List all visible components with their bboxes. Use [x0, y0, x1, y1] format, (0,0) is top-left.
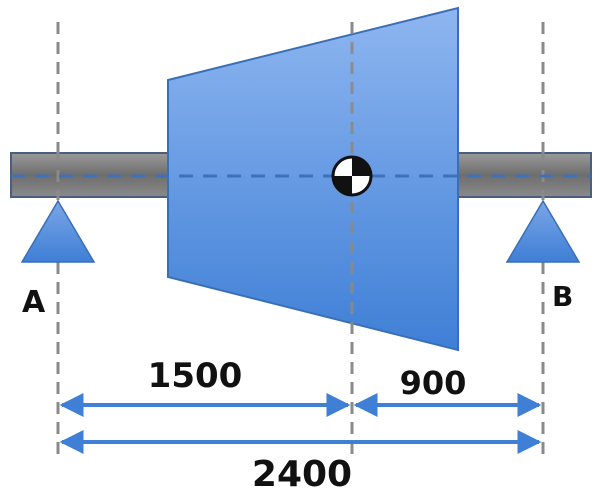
label-support-a: A	[22, 285, 46, 320]
label-dim-1500: 1500	[148, 356, 243, 396]
support-b	[505, 199, 581, 263]
center-of-gravity-icon	[331, 155, 373, 197]
label-dim-2400: 2400	[252, 454, 352, 495]
label-support-b: B	[552, 280, 573, 313]
label-dim-900: 900	[400, 364, 467, 402]
support-a	[20, 199, 96, 263]
rotor-disk	[167, 6, 459, 352]
